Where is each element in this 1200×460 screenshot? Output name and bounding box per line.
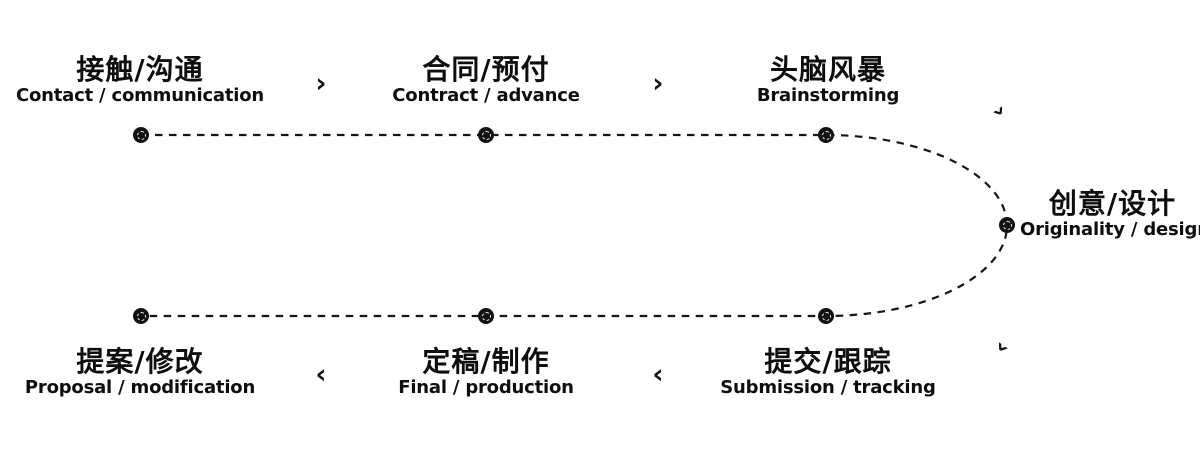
stage-contract-label-en: Contract / advance (392, 85, 580, 106)
stage-node-marker-proposal (133, 308, 149, 324)
chevron-left-icon: ‹ (315, 359, 327, 390)
stage-contract: 合同/预付 Contract / advance (356, 53, 616, 106)
stage-final-label-zh: 定稿/制作 (422, 345, 550, 378)
chevron-left-icon: ‹ (652, 359, 664, 390)
stage-proposal-label-en: Proposal / modification (24, 377, 256, 398)
stage-brainstorm-label-zh: 头脑风暴 (769, 53, 886, 86)
stage-node-marker-originality (999, 217, 1015, 233)
stage-originality-label-zh: 创意/设计 (1048, 187, 1177, 220)
stage-originality-label-en: Originality / design (1020, 219, 1200, 240)
stage-node-marker-submission (818, 308, 834, 324)
stage-contract-label-zh: 合同/预付 (422, 53, 550, 86)
stage-contact: 接触/沟通 Contact / communication (10, 53, 270, 106)
stage-originality: 创意/设计 Originality / design (1020, 187, 1200, 240)
flow-path-line (141, 133, 1009, 318)
stage-node-marker-contact (133, 127, 149, 143)
stage-proposal: 提案/修改 Proposal / modification (10, 345, 270, 398)
stage-submission: 提交/跟踪 Submission / tracking (698, 345, 958, 398)
stage-final-label-en: Final / production (398, 377, 574, 398)
stage-submission-label-en: Submission / tracking (720, 377, 936, 398)
chevron-right-icon: › (315, 68, 327, 99)
stage-node-marker-final (478, 308, 494, 324)
chevron-right-icon: › (652, 68, 664, 99)
stage-proposal-label-zh: 提案/修改 (76, 345, 204, 378)
stage-final: 定稿/制作 Final / production (356, 345, 616, 398)
stage-brainstorm-label-en: Brainstorming (756, 85, 900, 106)
stage-contact-label-en: Contact / communication (15, 85, 265, 106)
stage-contact-label-zh: 接触/沟通 (76, 53, 204, 86)
stage-brainstorm: 头脑风暴 Brainstorming (698, 53, 958, 106)
stage-submission-label-zh: 提交/跟踪 (764, 345, 892, 378)
stage-node-marker-contract (478, 127, 494, 143)
stage-node-marker-brainstorm (818, 127, 834, 143)
